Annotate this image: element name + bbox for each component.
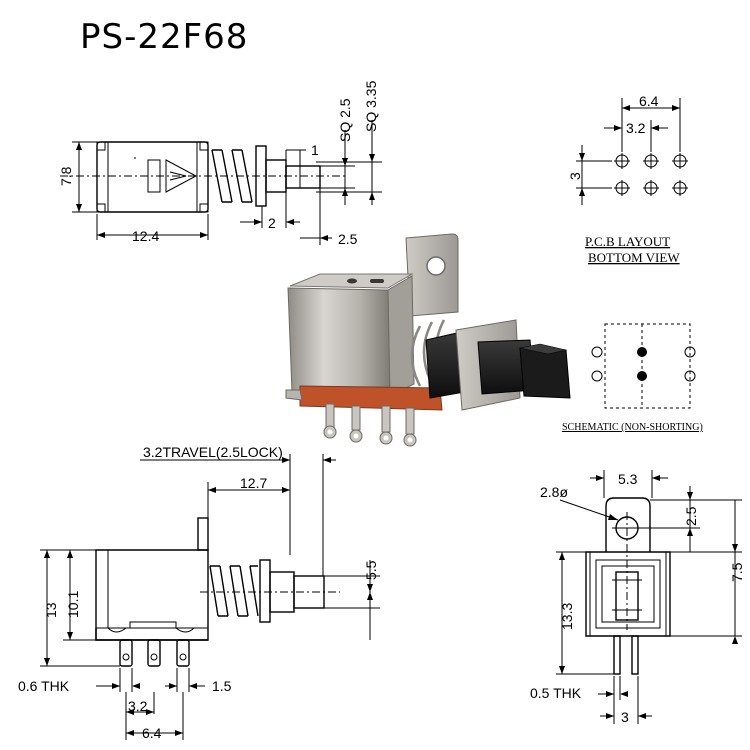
dim-length-12-7: 12.7 xyxy=(240,475,267,491)
schematic-common-terminal xyxy=(637,347,647,357)
schematic-terminal xyxy=(591,370,603,382)
product-photo xyxy=(285,233,571,447)
dim-height-7-8: 7.8 xyxy=(58,166,74,186)
dim-width-5-3: 5.3 xyxy=(618,471,638,487)
end-view-body xyxy=(585,551,671,637)
dim-hole-2-5: 2.5 xyxy=(683,506,699,526)
dim-tip-2-5: 2.5 xyxy=(338,231,358,247)
side-view-body xyxy=(95,549,209,641)
side-view: 3.2TRAVEL(2.5LOCK) 12.7 xyxy=(18,444,380,741)
schematic-terminal xyxy=(684,370,696,382)
schematic-caption: SCHEMATIC (NON-SHORTING) xyxy=(562,422,703,433)
schematic: SCHEMATIC (NON-SHORTING) xyxy=(562,323,703,433)
dim-height-13-3: 13.3 xyxy=(559,603,575,630)
dim-tab-7-5: 7.5 xyxy=(729,562,745,582)
side-view-pins xyxy=(119,639,190,667)
top-view-body xyxy=(96,141,209,213)
pcb-pitch-3-2: 3.2 xyxy=(626,120,646,136)
pcb-layout: 6.4 3.2 3 P.C.B LAYOUT BOTTOM VIEW xyxy=(567,93,688,265)
pcb-caption-layout: P.C.B LAYOUT xyxy=(585,234,670,249)
dim-thickness-0-5: 0.5 THK xyxy=(530,685,582,701)
dim-height-10-1: 10.1 xyxy=(65,591,81,618)
dim-sq-2-5: SQ 2.5 xyxy=(337,98,353,142)
dim-hole-2-8: 2.8ø xyxy=(540,484,568,500)
end-view-pins xyxy=(613,635,639,675)
dim-sq-3-35: SQ 3.35 xyxy=(363,80,379,132)
dim-thickness-0-6: 0.6 THK xyxy=(18,678,70,694)
pcb-caption-bottom-view: BOTTOM VIEW xyxy=(588,250,680,265)
schematic-terminal xyxy=(684,346,696,358)
pcb-row-spacing-3: 3 xyxy=(567,172,583,180)
dim-pin-1-5: 1.5 xyxy=(212,678,232,694)
pcb-holes xyxy=(614,153,688,196)
schematic-common-terminal xyxy=(637,371,647,381)
part-title: PS-22F68 xyxy=(80,17,248,57)
dim-height-13: 13 xyxy=(43,602,59,618)
dim-button-5-5: 5.5 xyxy=(363,560,379,580)
dim-pin-3: 3 xyxy=(621,709,629,725)
dim-offset-1: 1 xyxy=(311,142,319,158)
pcb-pitch-total-6-4: 6.4 xyxy=(639,93,659,109)
dim-spring-2: 2 xyxy=(268,215,276,231)
top-view: 7.8 12.4 2 2.5 1 xyxy=(58,80,382,247)
dim-travel: 3.2TRAVEL(2.5LOCK) xyxy=(143,444,283,460)
dim-pitch-total-6-4: 6.4 xyxy=(142,725,162,741)
dim-pitch-3-2: 3.2 xyxy=(128,698,148,714)
end-view: 5.3 2.8ø 2.5 7.5 xyxy=(530,470,745,725)
schematic-terminal xyxy=(591,346,603,358)
dim-body-length-12-4: 12.4 xyxy=(132,228,159,244)
